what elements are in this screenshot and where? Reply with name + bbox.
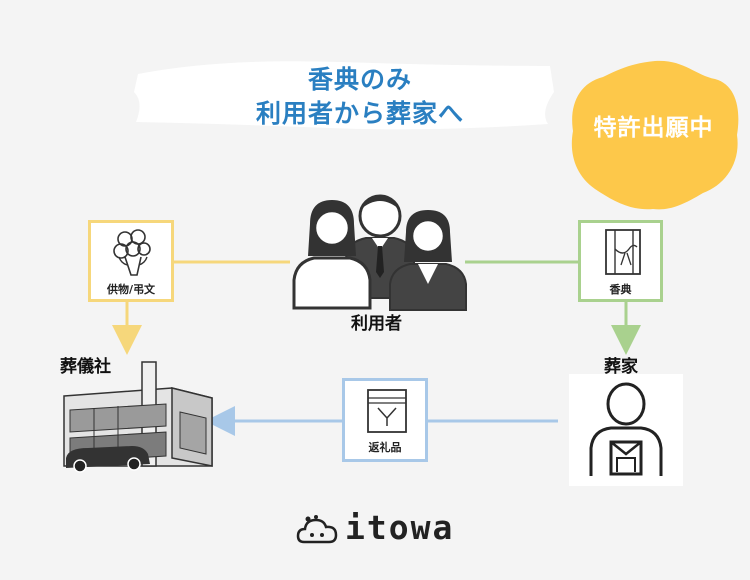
title-brush-background	[134, 61, 554, 130]
offerings-box-label: 供物/弔文	[106, 283, 156, 296]
users-label: 利用者	[351, 314, 402, 334]
title-line-1: 香典のみ	[307, 65, 412, 94]
bereaved-family-card	[569, 374, 683, 486]
patent-badge-shape	[571, 60, 739, 210]
itowa-logo-icon	[296, 515, 338, 544]
return-gift-box: 返礼品	[342, 378, 428, 462]
bereaved-family-label: 葬家	[604, 357, 638, 377]
koden-box: 香典	[578, 220, 663, 302]
funeral-company-label: 葬儀社	[60, 357, 111, 377]
patent-badge-text: 特許出願中	[593, 115, 714, 141]
users-icon	[292, 194, 467, 311]
return-gift-box-label: 返礼品	[368, 441, 402, 454]
person-holding-portrait-icon	[589, 382, 663, 476]
return-gift-icon	[367, 389, 407, 433]
flower-bouquet-icon	[113, 229, 151, 276]
funeral-hall-building-icon	[63, 361, 213, 473]
itowa-logo-text: itowa	[345, 508, 455, 547]
koden-box-label: 香典	[609, 283, 632, 296]
koden-envelope-icon	[605, 229, 641, 275]
title-line-2: 利用者から葬家へ	[255, 99, 464, 128]
offerings-box: 供物/弔文	[88, 220, 174, 302]
